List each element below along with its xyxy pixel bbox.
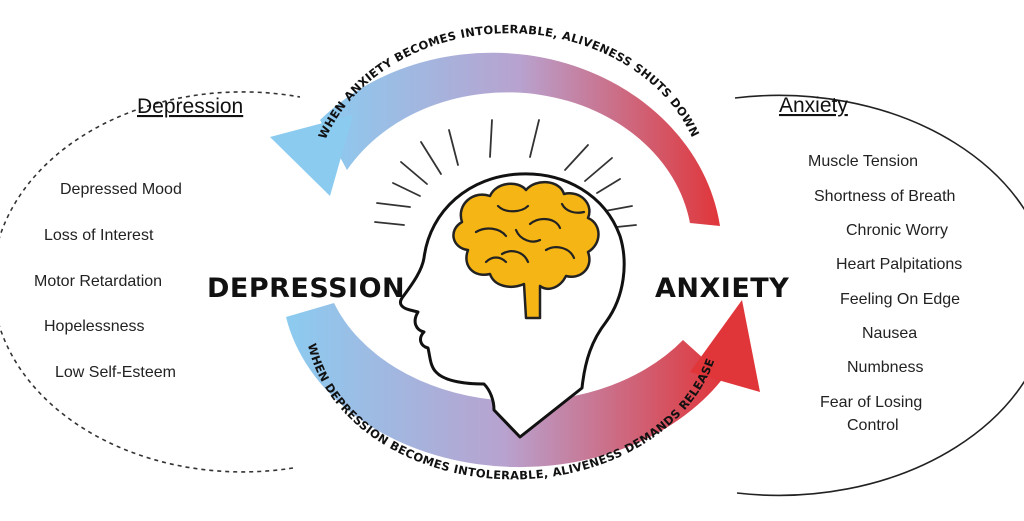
anxiety-symptom: Shortness of Breath xyxy=(814,188,955,205)
anxiety-symptom: Feeling On Edge xyxy=(840,291,960,308)
right-solid-outline xyxy=(734,94,1024,497)
depression-title: Depression xyxy=(137,95,243,118)
anxiety-symptom: Numbness xyxy=(847,359,923,376)
top-cycle-arrow xyxy=(320,52,720,226)
anxiety-title: Anxiety xyxy=(779,94,848,117)
bottom-cycle-arrow xyxy=(286,303,724,468)
depression-label: DEPRESSION xyxy=(207,273,405,304)
depression-symptom: Loss of Interest xyxy=(44,227,154,244)
anxiety-symptom: Control xyxy=(847,417,899,434)
anxiety-symptom: Fear of Losing xyxy=(820,394,922,411)
anxiety-symptom: Muscle Tension xyxy=(808,153,918,170)
depression-symptom: Hopelessness xyxy=(44,318,145,335)
radiating-lines-icon xyxy=(374,119,637,229)
brain-icon xyxy=(452,181,600,320)
anxiety-symptom: Heart Palpitations xyxy=(836,256,962,273)
anxiety-label: ANXIETY xyxy=(655,273,789,304)
depression-symptom: Depressed Mood xyxy=(60,181,182,198)
top-arrow-head xyxy=(270,115,353,196)
bottom-arrow-head xyxy=(690,300,760,392)
depression-symptom: Low Self-Esteem xyxy=(55,364,176,381)
depression-symptom: Motor Retardation xyxy=(34,273,162,290)
anxiety-symptom: Chronic Worry xyxy=(846,222,948,239)
anxiety-symptom: Nausea xyxy=(862,325,917,342)
left-dashed-outline xyxy=(0,91,301,473)
